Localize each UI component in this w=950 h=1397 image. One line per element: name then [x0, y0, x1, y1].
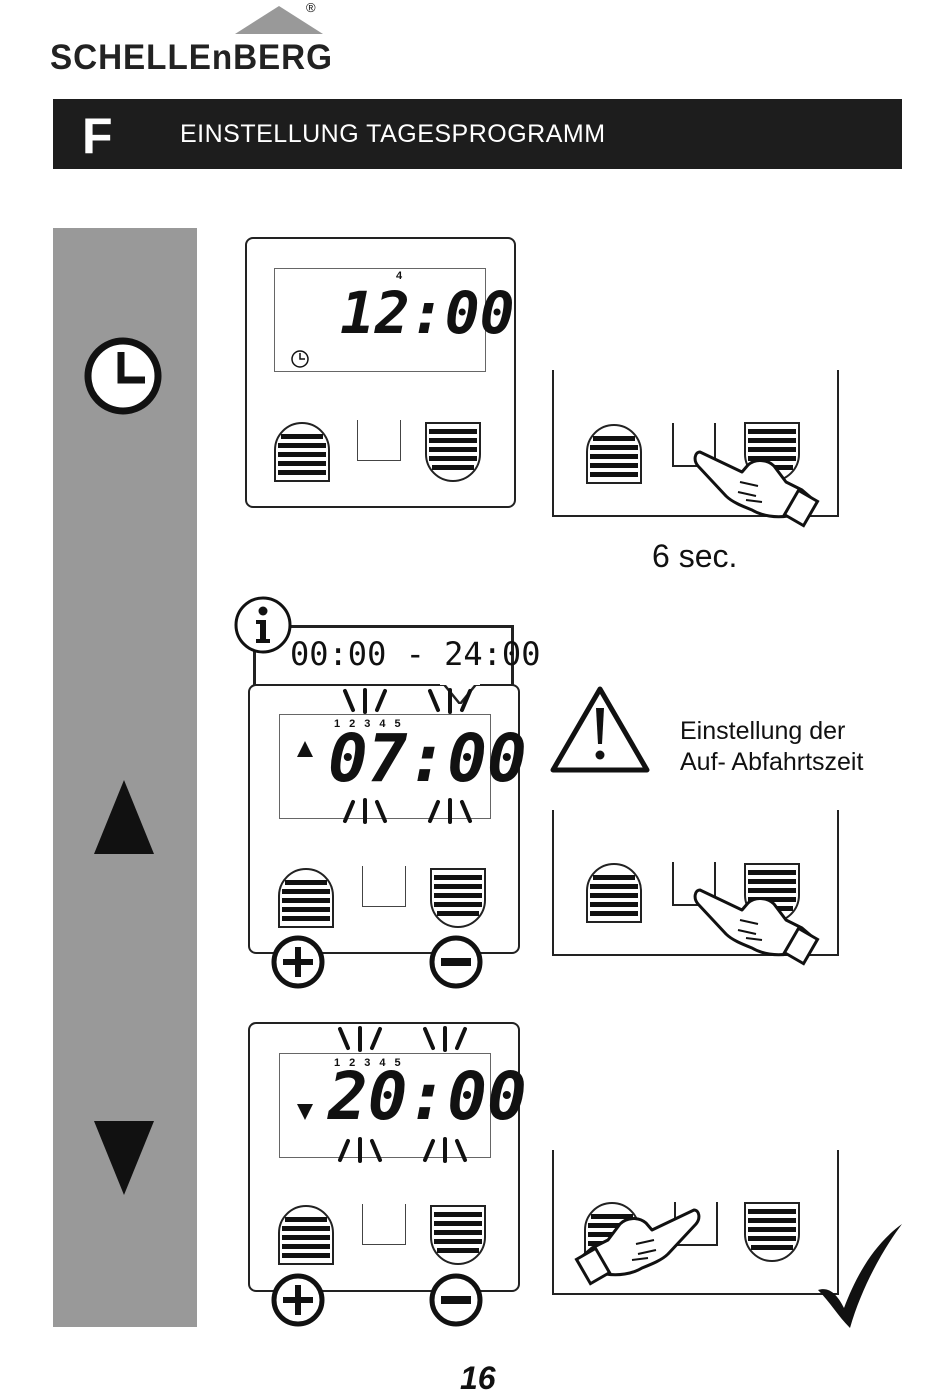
minus-icon: [428, 1272, 484, 1328]
plus-icon: [270, 934, 326, 990]
plus-icon: [270, 1272, 326, 1328]
stop-button[interactable]: [362, 866, 406, 907]
down-button[interactable]: [423, 420, 483, 484]
checkmark-icon: [818, 1224, 902, 1328]
stop-button[interactable]: [672, 862, 716, 906]
lcd-time: 20:00: [328, 1058, 527, 1135]
arrow-down-icon: [94, 1121, 154, 1195]
up-button[interactable]: [584, 861, 644, 925]
day-indicators: 12345: [334, 1057, 410, 1069]
down-indicator-icon: [297, 1104, 313, 1120]
blink-indicator: [330, 1026, 390, 1052]
logo-roof-icon: [235, 6, 323, 34]
blink-indicator: [420, 688, 480, 714]
info-icon: [234, 596, 292, 654]
minus-icon: [428, 934, 484, 990]
lcd-time: 07:00: [328, 720, 527, 797]
hand-icon: [574, 1188, 704, 1288]
day-indicator: 4: [396, 270, 412, 282]
up-button[interactable]: [272, 420, 332, 484]
action-panel-step3: [552, 1150, 839, 1295]
section-letter: F: [82, 108, 113, 164]
setting-note: Einstellung der Auf- Abfahrtszeit: [680, 716, 863, 778]
stop-button[interactable]: [362, 1204, 406, 1245]
section-banner: [53, 99, 902, 169]
page-number: 16: [460, 1360, 496, 1396]
up-button[interactable]: [276, 866, 336, 930]
blink-indicator: [335, 688, 395, 714]
down-button[interactable]: [428, 1203, 488, 1267]
lcd-display: [274, 268, 486, 372]
stop-button[interactable]: [357, 420, 401, 461]
time-range: 00:00 - 24:00: [290, 635, 541, 673]
hand-icon: [690, 868, 820, 968]
clock-small-icon: [291, 350, 309, 368]
down-button[interactable]: [428, 866, 488, 930]
registered-mark: ®: [306, 0, 316, 15]
blink-indicator: [330, 1137, 390, 1163]
down-button[interactable]: [742, 1200, 802, 1264]
blink-indicator: [415, 1137, 475, 1163]
up-button[interactable]: [276, 1203, 336, 1267]
hold-duration: 6 sec.: [652, 538, 738, 574]
arrow-up-icon: [94, 780, 154, 854]
note-line-1: Einstellung der: [680, 717, 846, 745]
action-panel-step2: [552, 810, 839, 956]
section-title: EINSTELLUNG TAGESPROGRAMM: [180, 120, 606, 148]
day-indicators: 12345: [334, 718, 410, 730]
action-panel-step1: [552, 370, 839, 517]
lcd-display: [279, 714, 491, 819]
note-line-2: Auf- Abfahrtszeit: [680, 748, 864, 776]
clock-icon: [84, 337, 162, 415]
blink-indicator: [415, 1026, 475, 1052]
hand-icon: [690, 430, 820, 530]
blink-indicator: [420, 798, 480, 824]
lcd-time: 12:00: [340, 279, 515, 347]
up-button[interactable]: [584, 422, 644, 486]
brand-logo: SCHELLEnBERG: [50, 38, 333, 77]
stop-button[interactable]: [672, 423, 716, 467]
up-indicator-icon: [297, 741, 313, 757]
blink-indicator: [335, 798, 395, 824]
warning-icon: [550, 686, 650, 773]
